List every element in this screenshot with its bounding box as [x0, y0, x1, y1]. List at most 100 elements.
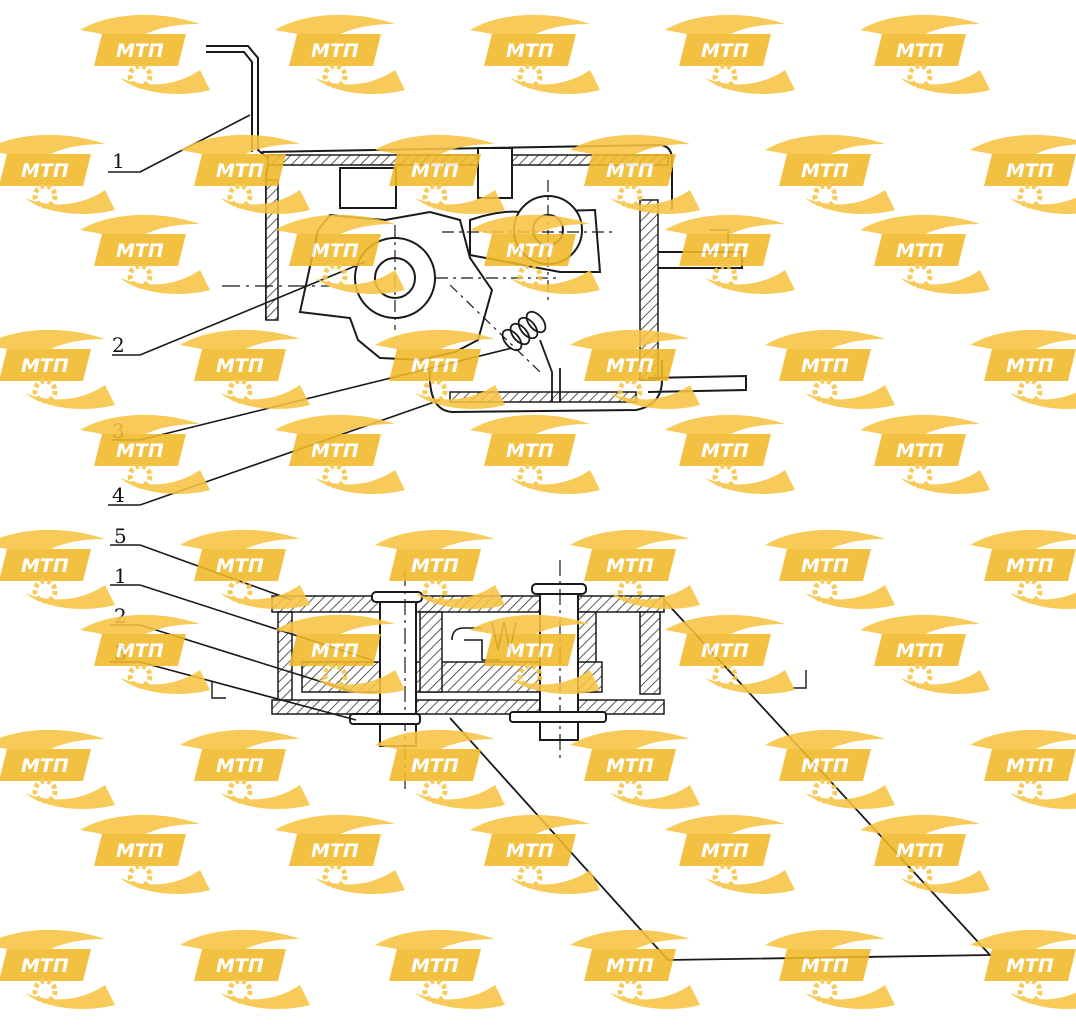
mtp-logo-icon: МТП [180, 730, 310, 809]
mtp-logo-icon: МТП [0, 730, 115, 809]
mtp-logo-icon: МТП [0, 530, 115, 609]
watermark-text: МТП [606, 555, 654, 577]
mtp-logo-icon: МТП [0, 930, 115, 1009]
watermark-text: МТП [896, 840, 944, 862]
mtp-logo-icon: МТП [180, 530, 310, 609]
mtp-logo-icon: МТП [860, 615, 990, 694]
mtp-logo-icon: МТП [970, 730, 1076, 809]
watermark-text: МТП [411, 555, 459, 577]
watermark-text: МТП [801, 555, 849, 577]
watermark-text: МТП [216, 355, 264, 377]
mtp-logo-icon: МТП [765, 330, 895, 409]
watermark-text: МТП [701, 640, 749, 662]
mtp-logo-icon: МТП [665, 615, 795, 694]
mtp-logo-icon: МТП [375, 730, 505, 809]
mtp-logo-icon: МТП [970, 135, 1076, 214]
watermark-text: МТП [1006, 955, 1054, 977]
watermark-text: МТП [1006, 160, 1054, 182]
spring [501, 310, 561, 402]
mtp-logo-icon: МТП [765, 530, 895, 609]
watermark-text: МТП [311, 40, 359, 62]
watermark-text: МТП [311, 840, 359, 862]
mtp-logo-icon: МТП [570, 930, 700, 1009]
label-top-2: 2 [112, 333, 125, 357]
mtp-logo-icon: МТП [860, 15, 990, 94]
stop-block [477, 147, 513, 199]
watermark-text: МТП [506, 240, 554, 262]
mtp-logo-icon: МТП [375, 135, 505, 214]
mtp-logo-icon: МТП [970, 530, 1076, 609]
watermark-text: МТП [701, 440, 749, 462]
mtp-logo-icon: МТП [275, 215, 405, 294]
label-top-1: 1 [112, 149, 125, 173]
watermark-text: МТП [116, 840, 164, 862]
mtp-logo-icon: МТП [80, 615, 210, 694]
watermark-text: МТП [701, 840, 749, 862]
mtp-logo-icon: МТП [665, 15, 795, 94]
mtp-logo-icon: МТП [470, 15, 600, 94]
mtp-logo-icon: МТП [665, 215, 795, 294]
mtp-logo-icon: МТП [80, 815, 210, 894]
watermark-text: МТП [506, 840, 554, 862]
watermark-text: МТП [801, 755, 849, 777]
mtp-logo-icon: МТП [180, 135, 310, 214]
watermark-text: МТП [506, 640, 554, 662]
mtp-logo-icon: МТП [0, 330, 115, 409]
watermark-text: МТП [1006, 355, 1054, 377]
mtp-logo-icon: МТП [375, 530, 505, 609]
watermark-text: МТП [896, 240, 944, 262]
mtp-logo-icon: МТП [570, 330, 700, 409]
watermark-text: МТП [606, 755, 654, 777]
mtp-logo-icon: МТП [470, 215, 600, 294]
watermark-text: МТП [21, 555, 69, 577]
mtp-logo-icon: МТП [665, 415, 795, 494]
mtp-logo-icon: МТП [275, 615, 405, 694]
watermark-text: МТП [896, 440, 944, 462]
mtp-logo-icon: МТП [470, 415, 600, 494]
watermark-text: МТП [311, 240, 359, 262]
mtp-logo-icon: МТП [80, 15, 210, 94]
label-side-1: 1 [114, 564, 127, 588]
watermark-text: МТП [701, 40, 749, 62]
watermark-text: МТП [411, 955, 459, 977]
mtp-logo-icon: МТП [860, 415, 990, 494]
mtp-logo-icon: МТП [765, 730, 895, 809]
housing-bottom [428, 360, 663, 414]
watermark-text: МТП [1006, 555, 1054, 577]
label-top-4: 4 [112, 483, 125, 507]
label-side-5: 5 [114, 524, 127, 548]
mtp-logo-icon: МТП [860, 215, 990, 294]
mtp-logo-icon: МТП [180, 330, 310, 409]
watermark-text: МТП [21, 160, 69, 182]
watermark-text: МТП [801, 355, 849, 377]
watermark-text: МТП [506, 440, 554, 462]
watermark-text: МТП [116, 440, 164, 462]
mtp-logo-icon: МТП [470, 615, 600, 694]
watermark-text: МТП [216, 160, 264, 182]
mtp-logo-icon: МТП [275, 815, 405, 894]
mtp-logo-icon: МТП [765, 930, 895, 1009]
mtp-logo-icon: МТП [275, 15, 405, 94]
mtp-logo-icon: МТП [0, 135, 115, 214]
watermark-text: МТП [1006, 755, 1054, 777]
mtp-logo-icon: МТП [470, 815, 600, 894]
watermark-text: МТП [116, 640, 164, 662]
watermark-text: МТП [801, 955, 849, 977]
mtp-logo-icon: МТП [665, 815, 795, 894]
mtp-logo-icon: МТП [275, 415, 405, 494]
watermark-text: МТП [411, 160, 459, 182]
mtp-logo-icon: МТП [570, 135, 700, 214]
handle-rod [206, 45, 271, 161]
watermark-text: МТП [216, 755, 264, 777]
mtp-logo-icon: МТП [765, 135, 895, 214]
watermark-text: МТП [116, 40, 164, 62]
watermark-text: МТП [21, 955, 69, 977]
watermark-text: МТП [606, 160, 654, 182]
top-view [108, 45, 747, 506]
watermark-text: МТП [116, 240, 164, 262]
mtp-logo-icon: МТП [80, 415, 210, 494]
watermark-text: МТП [411, 355, 459, 377]
mtp-logo-icon: МТП [375, 930, 505, 1009]
watermark-text: МТП [21, 355, 69, 377]
